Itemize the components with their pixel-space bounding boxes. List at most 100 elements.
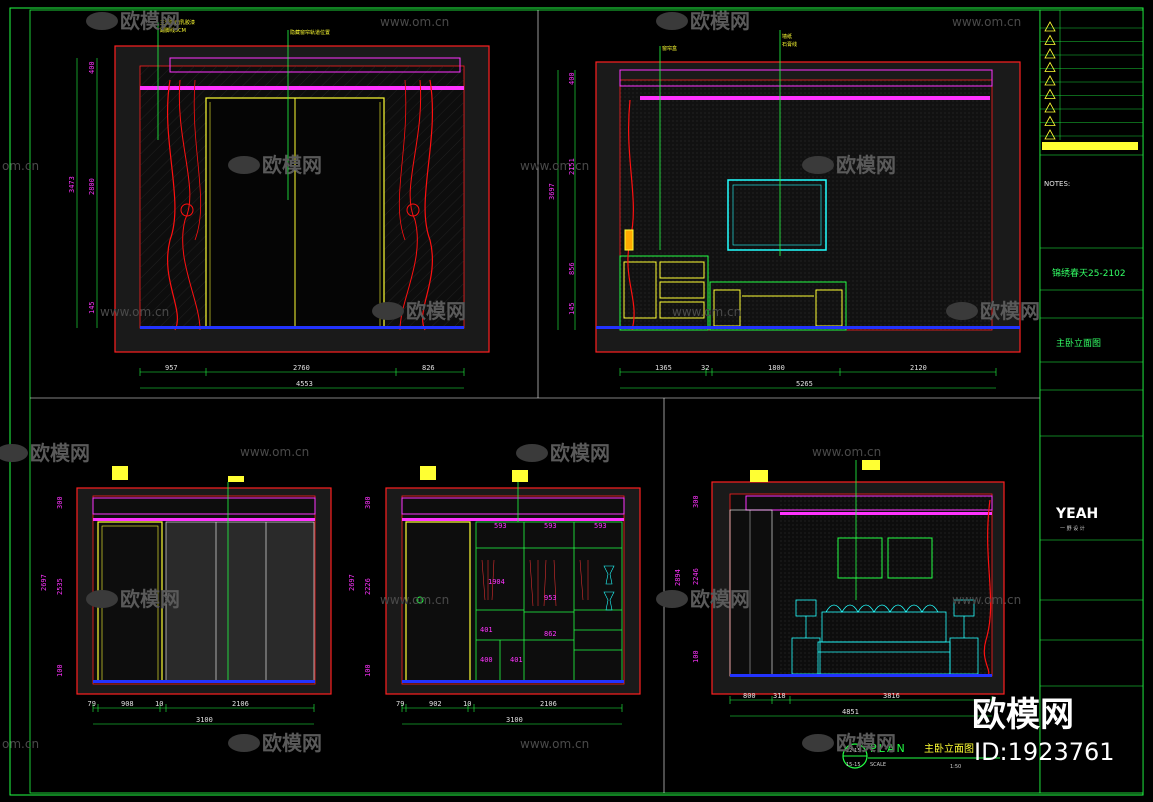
svg-text:隐藏窗帘轨道位置: 隐藏窗帘轨道位置 bbox=[290, 29, 330, 36]
watermark-brand: 欧模网 bbox=[120, 587, 180, 611]
plan-scale-label: SCALE bbox=[870, 762, 886, 768]
watermark-url: www.om.cn bbox=[380, 593, 449, 607]
wardrobe-dimension-label: 401 bbox=[510, 656, 523, 664]
sofa-logo-icon bbox=[802, 156, 834, 174]
watermark-brand: 欧模网 bbox=[120, 9, 180, 33]
dimension-label: 3816 bbox=[883, 692, 900, 700]
vertical-dimension-total: 3473 bbox=[68, 176, 76, 193]
vertical-dimension-total: 2697 bbox=[40, 574, 48, 591]
vertical-dimension-total: 2697 bbox=[348, 574, 356, 591]
vertical-dimension-total: 3697 bbox=[548, 183, 556, 200]
watermark-brand: 欧模网 bbox=[980, 299, 1040, 323]
plan-number-bottom: 15-15 bbox=[846, 762, 861, 768]
revision-triangle-icon bbox=[1044, 48, 1056, 59]
vertical-dimension-label: 2226 bbox=[364, 578, 372, 595]
vertical-dimension-label: 400 bbox=[568, 72, 576, 85]
vertical-dimension-label: 300 bbox=[364, 496, 372, 509]
project-name: 锦绣春天25-2102 bbox=[1052, 267, 1126, 279]
watermark-brand: 欧模网 bbox=[30, 441, 90, 465]
sofa-logo-icon bbox=[946, 302, 978, 320]
sofa-logo-icon bbox=[802, 734, 834, 752]
vertical-dimension-label: 300 bbox=[56, 496, 64, 509]
wardrobe-dimension-label: 862 bbox=[544, 630, 557, 638]
wardrobe-dimension-label: 593 bbox=[594, 522, 607, 530]
dimension-total: 5265 bbox=[796, 380, 813, 388]
elevation-c bbox=[76, 466, 332, 695]
watermark-url: om.cn bbox=[2, 159, 39, 173]
watermark-brand: 欧模网 bbox=[262, 153, 322, 177]
watermark-url: www.om.cn bbox=[812, 445, 881, 459]
vertical-dimension-label: 145 bbox=[568, 302, 576, 315]
svg-text:石膏线: 石膏线 bbox=[782, 41, 797, 48]
watermark-brand: 欧模网 bbox=[836, 153, 896, 177]
sofa-logo-icon bbox=[656, 590, 688, 608]
watermark-brand: 欧模网 bbox=[690, 587, 750, 611]
dimension-label: 1365 bbox=[655, 364, 672, 372]
dimension-label: 2120 bbox=[910, 364, 927, 372]
revision-triangle-icon bbox=[1044, 34, 1056, 45]
dimension-total: 3100 bbox=[506, 716, 523, 724]
company-logo: YEAH bbox=[1055, 506, 1098, 522]
watermark-brand: 欧模网 bbox=[690, 9, 750, 33]
sofa-logo-icon bbox=[516, 444, 548, 462]
svg-text:窗帘盒: 窗帘盒 bbox=[662, 45, 677, 52]
vertical-dimension-label: 2535 bbox=[56, 578, 64, 595]
elevation-d bbox=[385, 466, 641, 695]
dimension-label: 79 bbox=[88, 700, 96, 708]
watermark-url: www.om.cn bbox=[952, 593, 1021, 607]
watermark-url: www.om.cn bbox=[520, 737, 589, 751]
dimension-label: 2106 bbox=[232, 700, 249, 708]
elevation-a: 主题墙面乳胶漆 踢脚线5CM 隐藏窗帘轨道位置 bbox=[76, 19, 490, 353]
plan-prefix: PLAN bbox=[870, 742, 907, 755]
watermark-url: om.cn bbox=[2, 737, 39, 751]
revision-triangle-icon bbox=[1044, 21, 1056, 32]
watermark-url: www.om.cn bbox=[240, 445, 309, 459]
watermark-url: www.om.cn bbox=[100, 305, 169, 319]
plan-number-top: 12-15 bbox=[846, 748, 861, 754]
dimension-label: 826 bbox=[422, 364, 435, 372]
tv-panel bbox=[727, 179, 827, 251]
vertical-dimension-label: 100 bbox=[364, 664, 372, 677]
sofa-logo-icon bbox=[372, 302, 404, 320]
company-sub: 一 野 设 计 bbox=[1060, 525, 1085, 532]
revision-triangle-icon bbox=[1044, 102, 1056, 113]
wardrobe-dimension-label: 400 bbox=[480, 656, 493, 664]
dimension-label: 2106 bbox=[540, 700, 557, 708]
dimension-label: 902 bbox=[429, 700, 442, 708]
plan-title: 主卧立面图 bbox=[924, 742, 974, 755]
watermark-url: www.om.cn bbox=[672, 305, 741, 319]
dimension-label: 32 bbox=[701, 364, 709, 372]
title-block: NOTES: 锦绣春天25-2102 主卧立面图 YEAH 一 野 设 计 bbox=[1039, 9, 1144, 794]
dimension-total: 4851 bbox=[842, 708, 859, 716]
wardrobe bbox=[475, 521, 623, 683]
revision-triangle-icon bbox=[1044, 88, 1056, 99]
watermark-brand: 欧模网 bbox=[262, 731, 322, 755]
sofa-logo-icon bbox=[86, 590, 118, 608]
watermark-brand: 欧模网 bbox=[550, 441, 610, 465]
sofa-logo-icon bbox=[228, 156, 260, 174]
dimension-label: 318 bbox=[773, 692, 786, 700]
overlay-id: ID:1923761 bbox=[974, 738, 1115, 766]
dimension-label: 79 bbox=[396, 700, 404, 708]
wardrobe-dimension-label: 1904 bbox=[488, 578, 505, 586]
elevation-e bbox=[711, 460, 1005, 695]
sofa-logo-icon bbox=[228, 734, 260, 752]
wardrobe-dimension-label: 593 bbox=[494, 522, 507, 530]
dimension-label: 10 bbox=[463, 700, 471, 708]
sofa-logo-icon bbox=[0, 444, 28, 462]
drawing-name: 主卧立面图 bbox=[1056, 337, 1101, 349]
watermark-brand: 欧模网 bbox=[836, 731, 896, 755]
plan-label: 12-15 15-15 PLAN 主卧立面图 SCALE 1:50 bbox=[842, 742, 1000, 770]
vertical-dimension-label: 2800 bbox=[88, 178, 96, 195]
wardrobe-dimension-label: 593 bbox=[544, 522, 557, 530]
dimension-label: 10 bbox=[155, 700, 163, 708]
svg-text:主题墙面乳胶漆: 主题墙面乳胶漆 bbox=[160, 19, 195, 26]
svg-text:踢脚线5CM: 踢脚线5CM bbox=[160, 27, 186, 34]
vertical-dimension-label: 856 bbox=[568, 262, 576, 275]
dimension-label: 957 bbox=[165, 364, 178, 372]
watermark-brand: 欧模网 bbox=[406, 299, 466, 323]
wardrobe-dimension-label: 401 bbox=[480, 626, 493, 634]
plan-scale-ratio: 1:50 bbox=[950, 764, 961, 770]
sofa-logo-icon bbox=[656, 12, 688, 30]
